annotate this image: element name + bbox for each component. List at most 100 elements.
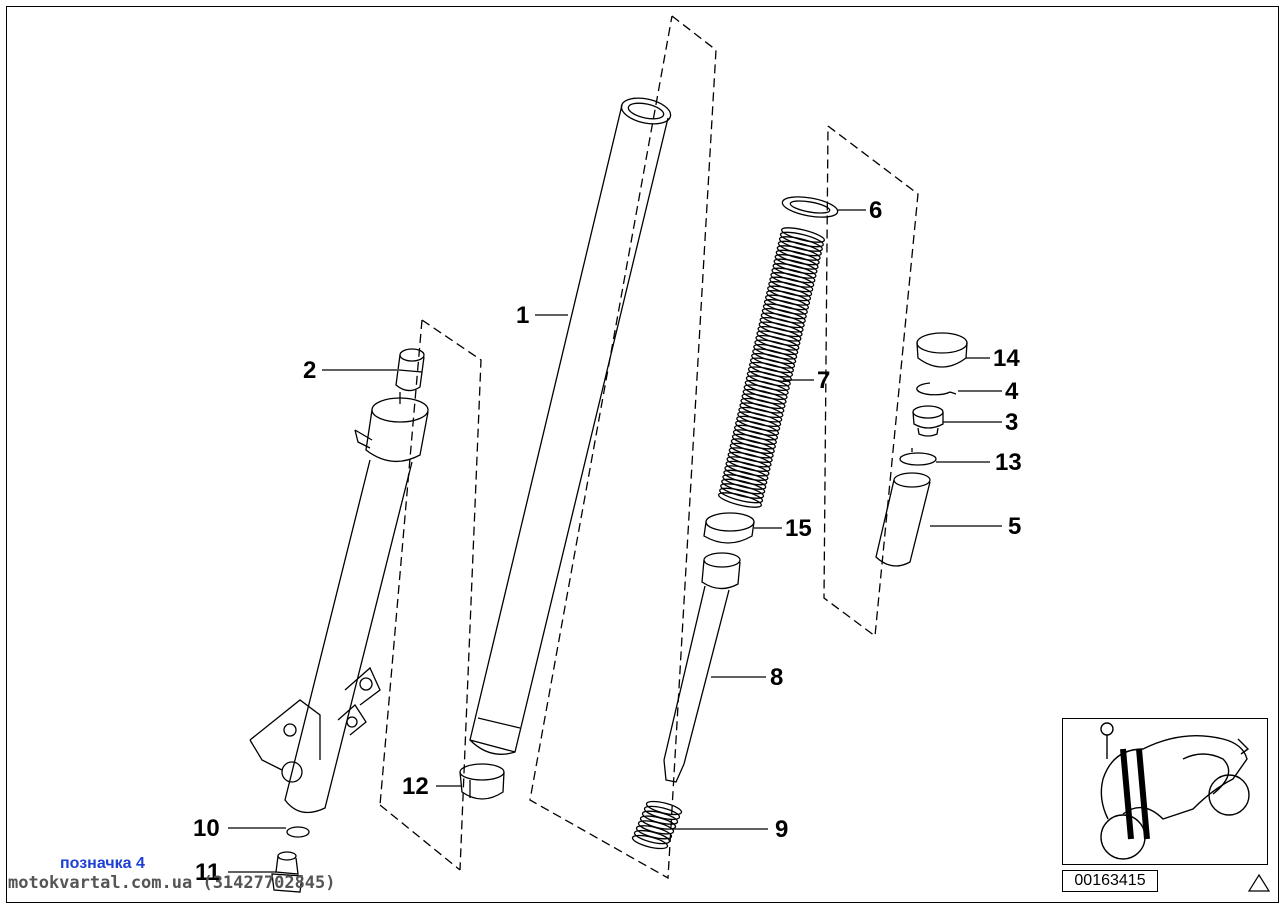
spring-coil (741, 393, 786, 410)
spring-coil (758, 321, 803, 338)
part-7-spring (717, 227, 826, 508)
part-1-fork-tube (469, 97, 672, 755)
callout-12: 12 (402, 773, 429, 800)
callout-7: 7 (817, 367, 831, 394)
spring-coil (724, 465, 769, 481)
spring-coil (731, 433, 776, 450)
part-slider-lower-leg (249, 397, 429, 814)
spring-coil (779, 231, 824, 248)
warning-triangle-icon (1248, 874, 1270, 892)
spring-coil (733, 424, 779, 441)
part-2-bush (395, 348, 425, 392)
marker-label: позначка 4 (60, 855, 145, 872)
part-8-damper-rod (663, 552, 741, 783)
part-10-seal-ring (286, 826, 310, 838)
part-11-screw (271, 851, 303, 893)
spring-coil (729, 442, 774, 459)
callout-1: 1 (516, 302, 530, 329)
spring-coil (726, 456, 771, 472)
part-4-circlip (916, 382, 957, 396)
part-13-o-ring (899, 452, 937, 466)
callout-2: 2 (303, 357, 317, 384)
callout-6: 6 (869, 197, 883, 224)
diagram-frame (6, 6, 1279, 903)
spring-coil (743, 384, 788, 401)
spring-coil (735, 420, 780, 436)
spring-coil (740, 397, 785, 414)
leader-lines (228, 209, 1002, 873)
spring-coil (732, 429, 777, 445)
spring-coil (722, 474, 767, 490)
callout-8: 8 (770, 664, 784, 691)
spring-coil (762, 303, 807, 320)
spring-coil (717, 492, 763, 508)
spring-coil (752, 348, 797, 365)
callout-5: 5 (1008, 513, 1022, 540)
part-14-cap (916, 332, 968, 368)
spring-coil (757, 325, 802, 342)
motorcycle-locator-icon (1100, 722, 1250, 860)
spring-coil (736, 415, 781, 432)
spring-coil (770, 272, 815, 288)
part-6-washer (781, 196, 839, 218)
callout-11: 11 (195, 859, 221, 886)
spring-coil (759, 316, 804, 333)
spring-coil (754, 339, 799, 356)
part-5-sleeve (875, 472, 931, 567)
spring-coil (742, 388, 787, 405)
spring-coil (760, 312, 805, 329)
spring-coil (727, 451, 772, 468)
part-3-plug (912, 405, 944, 437)
callout-14: 14 (993, 345, 1020, 372)
spring-coil (730, 438, 775, 454)
spring-coil (755, 334, 800, 351)
spring-coil (778, 236, 823, 252)
spring-coil (775, 249, 820, 266)
group-outline-right (823, 125, 919, 638)
spring-coil (769, 276, 814, 293)
spring-coil (763, 299, 808, 315)
locator-thumbnail (1062, 718, 1268, 865)
part-12-bush (459, 763, 505, 800)
callout-4: 4 (1005, 378, 1019, 405)
spring-coil (777, 240, 822, 257)
spring-coil (745, 375, 790, 392)
spring-coil (746, 370, 791, 387)
spring-coil (749, 357, 795, 374)
spring-coil (751, 352, 796, 369)
spring-coil (764, 294, 810, 311)
spring-coil (748, 361, 794, 378)
spring-coil (633, 829, 671, 845)
watermark-text: motokvartal.com.ua (31427702845) (8, 873, 336, 893)
diagram-id-box: 00163415 (1062, 870, 1158, 892)
spring-coil (753, 343, 798, 360)
spring-coil (737, 411, 782, 428)
spring-coil (721, 478, 766, 495)
part-15-ring (703, 512, 755, 544)
spring-coil (768, 281, 813, 297)
spring-coil (767, 285, 812, 302)
group-outline-left (379, 319, 482, 871)
spring-coil (725, 460, 770, 477)
spring-coil (780, 227, 826, 243)
spring-coil (774, 254, 819, 270)
spring-coil (739, 402, 784, 419)
callout-3: 3 (1005, 409, 1019, 436)
spring-coil (756, 330, 801, 347)
spring-coil (773, 258, 818, 275)
spring-coil (719, 487, 764, 504)
spring-coil (723, 469, 768, 486)
spring-coil (720, 483, 765, 499)
spring-coil (631, 834, 669, 850)
spring-coil (776, 245, 821, 261)
callout-13: 13 (995, 449, 1022, 476)
spring-coil (728, 447, 773, 463)
callout-10: 10 (193, 815, 220, 842)
part-9-spring (631, 800, 683, 850)
spring-coil (744, 379, 789, 396)
spring-coil (766, 290, 811, 306)
spring-coil (772, 263, 817, 279)
spring-coil (761, 307, 806, 324)
